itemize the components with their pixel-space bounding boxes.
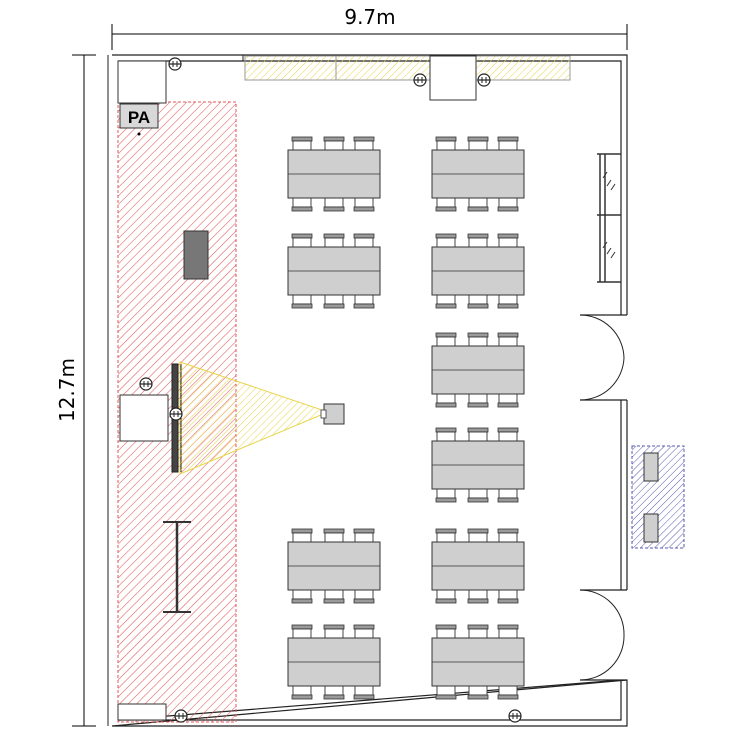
chair [497, 294, 519, 309]
table-group [431, 528, 525, 604]
chair [435, 427, 457, 442]
chair [435, 332, 457, 347]
chair [497, 624, 519, 639]
side-box [119, 394, 169, 442]
chair [497, 233, 519, 248]
pa-label: PA [128, 108, 150, 127]
chair [291, 136, 313, 151]
chair [467, 589, 489, 604]
chair [353, 685, 375, 700]
chair [467, 332, 489, 347]
chair [467, 488, 489, 503]
chair [435, 136, 457, 151]
chair [467, 624, 489, 639]
chair [497, 589, 519, 604]
table-group [287, 136, 381, 212]
chair [353, 197, 375, 212]
chair [291, 294, 313, 309]
table-group [287, 528, 381, 604]
chair [323, 685, 345, 700]
chair [467, 294, 489, 309]
bottom-cabinet [117, 703, 167, 721]
chair [435, 233, 457, 248]
chair [435, 488, 457, 503]
chair [323, 528, 345, 543]
chair [435, 528, 457, 543]
chair [467, 528, 489, 543]
chair [353, 624, 375, 639]
chair [497, 685, 519, 700]
door-top-right[interactable] [579, 314, 625, 401]
chair [467, 427, 489, 442]
table-group [287, 624, 381, 700]
chair [291, 589, 313, 604]
electrical-outlet-icon [139, 377, 153, 391]
chair [467, 233, 489, 248]
chair [497, 197, 519, 212]
chair [323, 589, 345, 604]
chair [497, 427, 519, 442]
chair [291, 624, 313, 639]
electrical-outlet-icon [168, 57, 182, 71]
chair [467, 393, 489, 408]
chair [323, 294, 345, 309]
chair [323, 624, 345, 639]
chair [353, 589, 375, 604]
chair [323, 233, 345, 248]
chair [497, 528, 519, 543]
height-dimension: 12.7m [55, 54, 96, 727]
chair [291, 197, 313, 212]
table-group [431, 624, 525, 700]
table-group [287, 233, 381, 309]
chair [291, 685, 313, 700]
service-area [631, 445, 685, 549]
chair [467, 136, 489, 151]
chair [435, 624, 457, 639]
pa-panel[interactable]: PA [119, 103, 159, 136]
table-group [431, 332, 525, 408]
corner-cabinet [117, 60, 167, 104]
electrical-outlet-icon [413, 73, 427, 87]
chair [353, 136, 375, 151]
chair [323, 136, 345, 151]
chair [497, 332, 519, 347]
chair [435, 393, 457, 408]
chair [435, 294, 457, 309]
chair [435, 197, 457, 212]
projector-icon[interactable] [320, 403, 345, 425]
chair [467, 685, 489, 700]
chair [435, 685, 457, 700]
window-strip [244, 55, 571, 101]
electrical-outlet-icon [174, 709, 188, 723]
chair [291, 233, 313, 248]
width-label: 9.7m [344, 5, 395, 29]
chair [435, 589, 457, 604]
table-groups [287, 136, 525, 700]
room-walls [107, 54, 628, 727]
chair [497, 488, 519, 503]
electrical-outlet-icon [508, 709, 522, 723]
electrical-outlet-icon [169, 407, 183, 421]
table-group [431, 427, 525, 503]
chair [467, 197, 489, 212]
chair [353, 294, 375, 309]
door-bottom-right[interactable] [579, 589, 625, 681]
electrical-outlet-icon [477, 73, 491, 87]
wall-shelf [597, 153, 621, 283]
lectern [183, 230, 209, 280]
table-group [431, 233, 525, 309]
table-group [431, 136, 525, 212]
projection-cone [179, 361, 330, 475]
width-dimension: 9.7m [111, 5, 628, 50]
chair [353, 233, 375, 248]
chair [323, 197, 345, 212]
chair [497, 136, 519, 151]
chair [353, 528, 375, 543]
microphone-stand [163, 521, 191, 613]
chair [291, 528, 313, 543]
outlets [139, 57, 522, 723]
chair [497, 393, 519, 408]
height-label: 12.7m [55, 358, 79, 422]
